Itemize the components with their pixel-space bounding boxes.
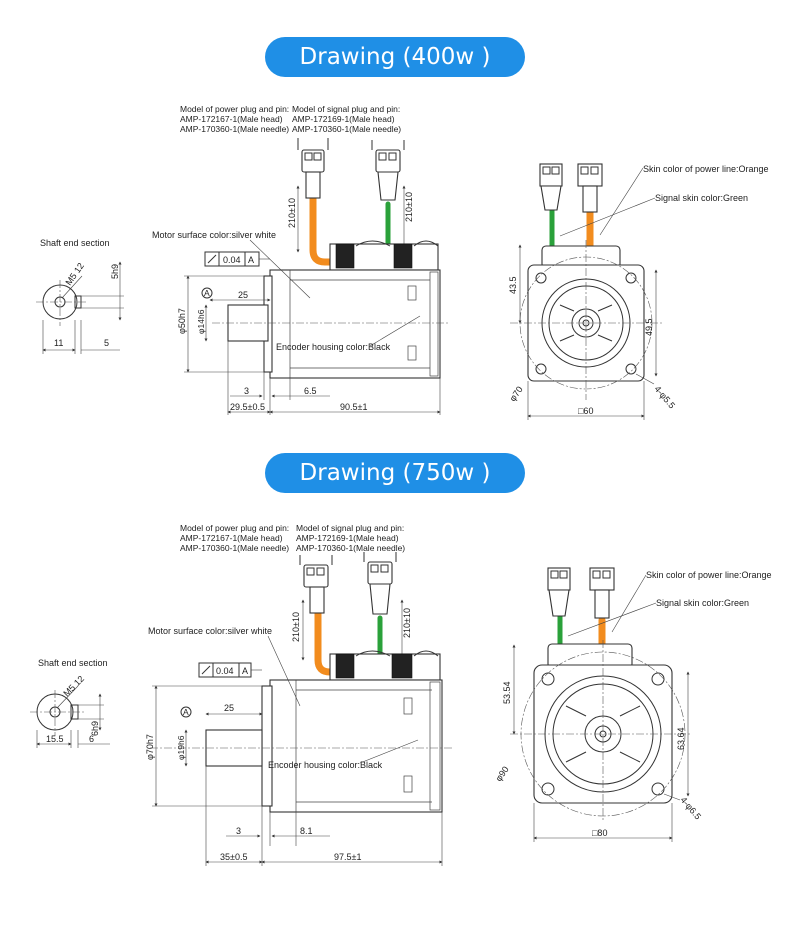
shaft-dim-a-400: 11 [54, 338, 63, 348]
dim-sq80-750: □80 [592, 828, 607, 838]
drawing-400w-title: Drawing (400w ) [265, 37, 525, 77]
signal-plug-400 [371, 140, 405, 201]
dim-25-750: 25 [224, 703, 234, 713]
signal-plug-title-750: Model of signal plug and pin: [296, 523, 404, 533]
datum-a-750: A [183, 707, 189, 717]
signal-plug-title-400: Model of signal plug and pin: [292, 104, 400, 114]
dim-495-400: 49.5 [644, 318, 654, 336]
dim-phi19-750: φ19h6 [176, 735, 186, 760]
skin-signal-750: Signal skin color:Green [656, 598, 749, 608]
shaft-section-title-400: Shaft end section [40, 238, 110, 248]
dim-35-750: 35±0.5 [220, 852, 247, 862]
power-cable-400 [309, 192, 349, 266]
shaft-section-750 [30, 685, 110, 748]
dim-905-400: 90.5±1 [340, 402, 367, 412]
skin-power-400: Skin color of power line:Orange [643, 164, 769, 174]
shaft-section-400 [36, 261, 124, 354]
drawing-750w: Model of power plug and pin: AMP-172167-… [30, 523, 772, 866]
dim-81-750: 8.1 [300, 826, 313, 836]
dim-5354-750: 53.54 [502, 681, 512, 704]
dim-phi14-400: φ14h6 [196, 309, 206, 334]
dim-6364-750: 63.64 [676, 727, 686, 750]
cable-length-b-400: 210±10 [404, 192, 414, 222]
tolerance-value-750: 0.04 [216, 666, 234, 676]
skin-signal-400: Signal skin color:Green [655, 193, 748, 203]
signal-plug-750 [363, 552, 397, 615]
power-plug-head-400: AMP-172167-1(Male head) [180, 114, 283, 124]
dim-3-750: 3 [236, 826, 241, 836]
motor-front-400 [510, 163, 662, 400]
tolerance-value-400: 0.04 [223, 255, 241, 265]
dim-phi70-side-750: φ70h7 [145, 734, 155, 760]
dim-25-400: 25 [238, 290, 248, 300]
dim-65-400: 6.5 [304, 386, 317, 396]
power-plug-needle-400: AMP-170360-1(Male needle) [180, 124, 289, 134]
shaft-dim-b-400: 5 [104, 338, 109, 348]
dim-phi90-750: φ90 [493, 764, 510, 783]
surface-color-750: Motor surface color:silver white [148, 626, 272, 636]
shaft-key-400: 5h9 [110, 264, 120, 279]
power-plug-title-400: Model of power plug and pin: [180, 104, 289, 114]
tolerance-datum-400: A [248, 255, 254, 265]
dim-435-400: 43.5 [508, 276, 518, 294]
signal-plug-head-400: AMP-172169-1(Male head) [292, 114, 395, 124]
power-plug-needle-750: AMP-170360-1(Male needle) [180, 543, 289, 553]
tolerance-frame-750 [198, 662, 262, 678]
motor-side-400 [212, 269, 450, 379]
dim-phi50-400: φ50h7 [177, 308, 187, 334]
encoder-housing-750 [329, 650, 441, 681]
shaft-section-title-750: Shaft end section [38, 658, 108, 668]
signal-plug-needle-750: AMP-170360-1(Male needle) [296, 543, 405, 553]
shaft-thread-750: M5 12 [61, 674, 86, 699]
dim-sq60-400: □60 [578, 406, 593, 416]
cable-length-a-400: 210±10 [287, 198, 297, 228]
power-plug-400 [297, 138, 329, 199]
signal-plug-head-750: AMP-172169-1(Male head) [296, 533, 399, 543]
dim-295-400: 29.5±0.5 [230, 402, 265, 412]
power-plug-title-750: Model of power plug and pin: [180, 523, 289, 533]
tolerance-datum-750: A [242, 666, 248, 676]
dim-3-400: 3 [244, 386, 249, 396]
dim-holes-750: 4-φ6.5 [678, 795, 703, 822]
datum-a-400: A [204, 288, 210, 298]
tolerance-frame-400 [204, 251, 270, 267]
dim-phi70-400: φ70 [507, 384, 524, 403]
cable-length-b-750: 210±10 [402, 608, 412, 638]
shaft-dim-a-750: 15.5 [46, 734, 64, 744]
shaft-key-750: 6h9 [90, 721, 100, 736]
cable-length-a-750: 210±10 [291, 612, 301, 642]
drawing-400w: Model of power plug and pin: AMP-172167-… [36, 104, 769, 420]
skin-power-750: Skin color of power line:Orange [646, 570, 772, 580]
signal-plug-needle-400: AMP-170360-1(Male needle) [292, 124, 401, 134]
encoder-color-400: Encoder housing color:Black [276, 342, 391, 352]
shaft-thread-400: M5 12 [63, 261, 86, 287]
dim-holes-400: 4-φ5.5 [652, 384, 677, 411]
encoder-color-750: Encoder housing color:Black [268, 760, 383, 770]
motor-side-750 [150, 679, 452, 813]
shaft-dim-b-750: 6 [89, 734, 94, 744]
drawing-750w-title: Drawing (750w ) [265, 453, 525, 493]
dim-975-750: 97.5±1 [334, 852, 361, 862]
power-plug-750 [299, 555, 333, 614]
surface-color-400: Motor surface color:silver white [152, 230, 276, 240]
motor-front-750 [510, 567, 690, 820]
encoder-housing-400 [329, 240, 439, 271]
power-plug-head-750: AMP-172167-1(Male head) [180, 533, 283, 543]
